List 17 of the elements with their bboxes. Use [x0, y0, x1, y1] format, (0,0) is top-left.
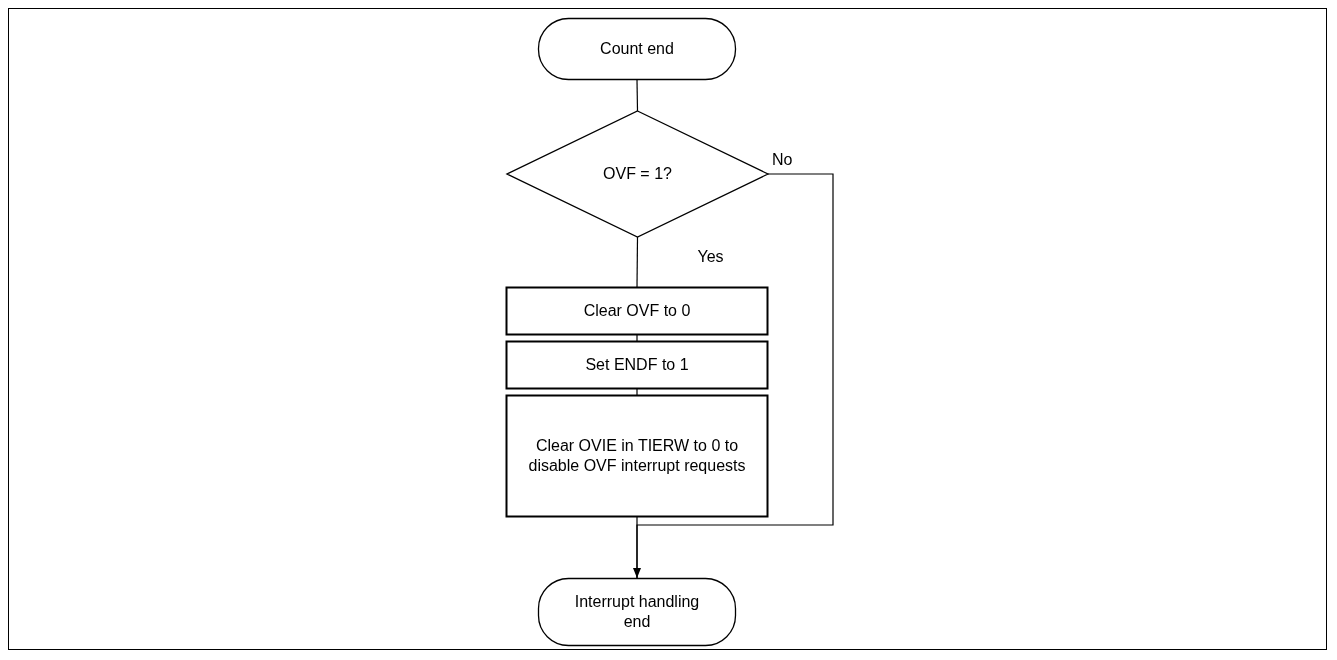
connector-line	[636, 236, 639, 288]
node-label: Interrupt handling end	[573, 592, 701, 632]
connector-line	[636, 388, 638, 396]
connector-line	[636, 79, 639, 112]
process-box	[506, 287, 768, 335]
node-label: Set ENDF to 1	[585, 355, 689, 375]
terminal-shape	[538, 18, 736, 80]
node-label: Clear OVF to 0	[583, 301, 691, 321]
terminal-shape	[538, 578, 736, 646]
connector-line	[636, 334, 638, 342]
process-box	[506, 341, 768, 389]
arrow	[633, 173, 834, 579]
node-label: Count end	[600, 39, 674, 59]
node-label: Clear OVIE in TIERW to 0 to disable OVF interrupt requests	[527, 436, 747, 476]
process-box	[506, 395, 768, 517]
node-label: OVF = 1?	[603, 164, 672, 184]
decision-diamond	[507, 111, 768, 237]
